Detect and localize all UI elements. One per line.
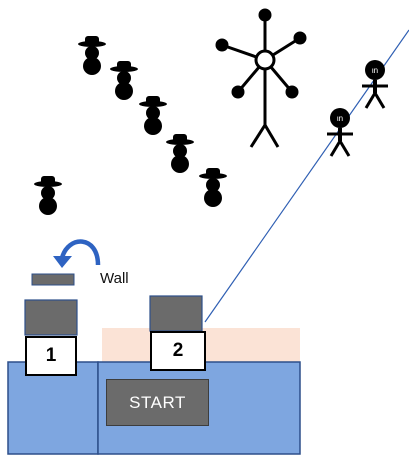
- curved-arrow-icon: [53, 239, 101, 268]
- target-group: [34, 36, 227, 215]
- bowler-hat-figure-icon[interactable]: [34, 176, 62, 215]
- slot-1-label: 1: [25, 336, 77, 376]
- star-stick-figure-icon[interactable]: [215, 8, 307, 148]
- bowler-hat-figure-icon[interactable]: [199, 168, 227, 207]
- start-button[interactable]: START: [106, 379, 209, 426]
- bowler-hat-figure-icon[interactable]: [78, 36, 106, 75]
- block-slot-2[interactable]: [149, 295, 203, 332]
- wall-label: Wall: [100, 270, 129, 287]
- bowler-hat-figure-icon[interactable]: [166, 134, 194, 173]
- svg-text:ιn: ιn: [337, 114, 343, 123]
- slot-2-label: 2: [150, 331, 206, 371]
- svg-text:ιn: ιn: [372, 66, 378, 75]
- bowler-hat-figure-icon[interactable]: [110, 61, 138, 100]
- bowler-hat-figure-icon[interactable]: [139, 96, 167, 135]
- masked-stick-figure-icon[interactable]: ιn: [327, 108, 353, 157]
- left-base: [7, 361, 99, 455]
- wall-piece[interactable]: [31, 273, 75, 286]
- masked-stick-figure-icon[interactable]: ιn: [362, 60, 388, 109]
- block-slot-1[interactable]: [24, 299, 78, 336]
